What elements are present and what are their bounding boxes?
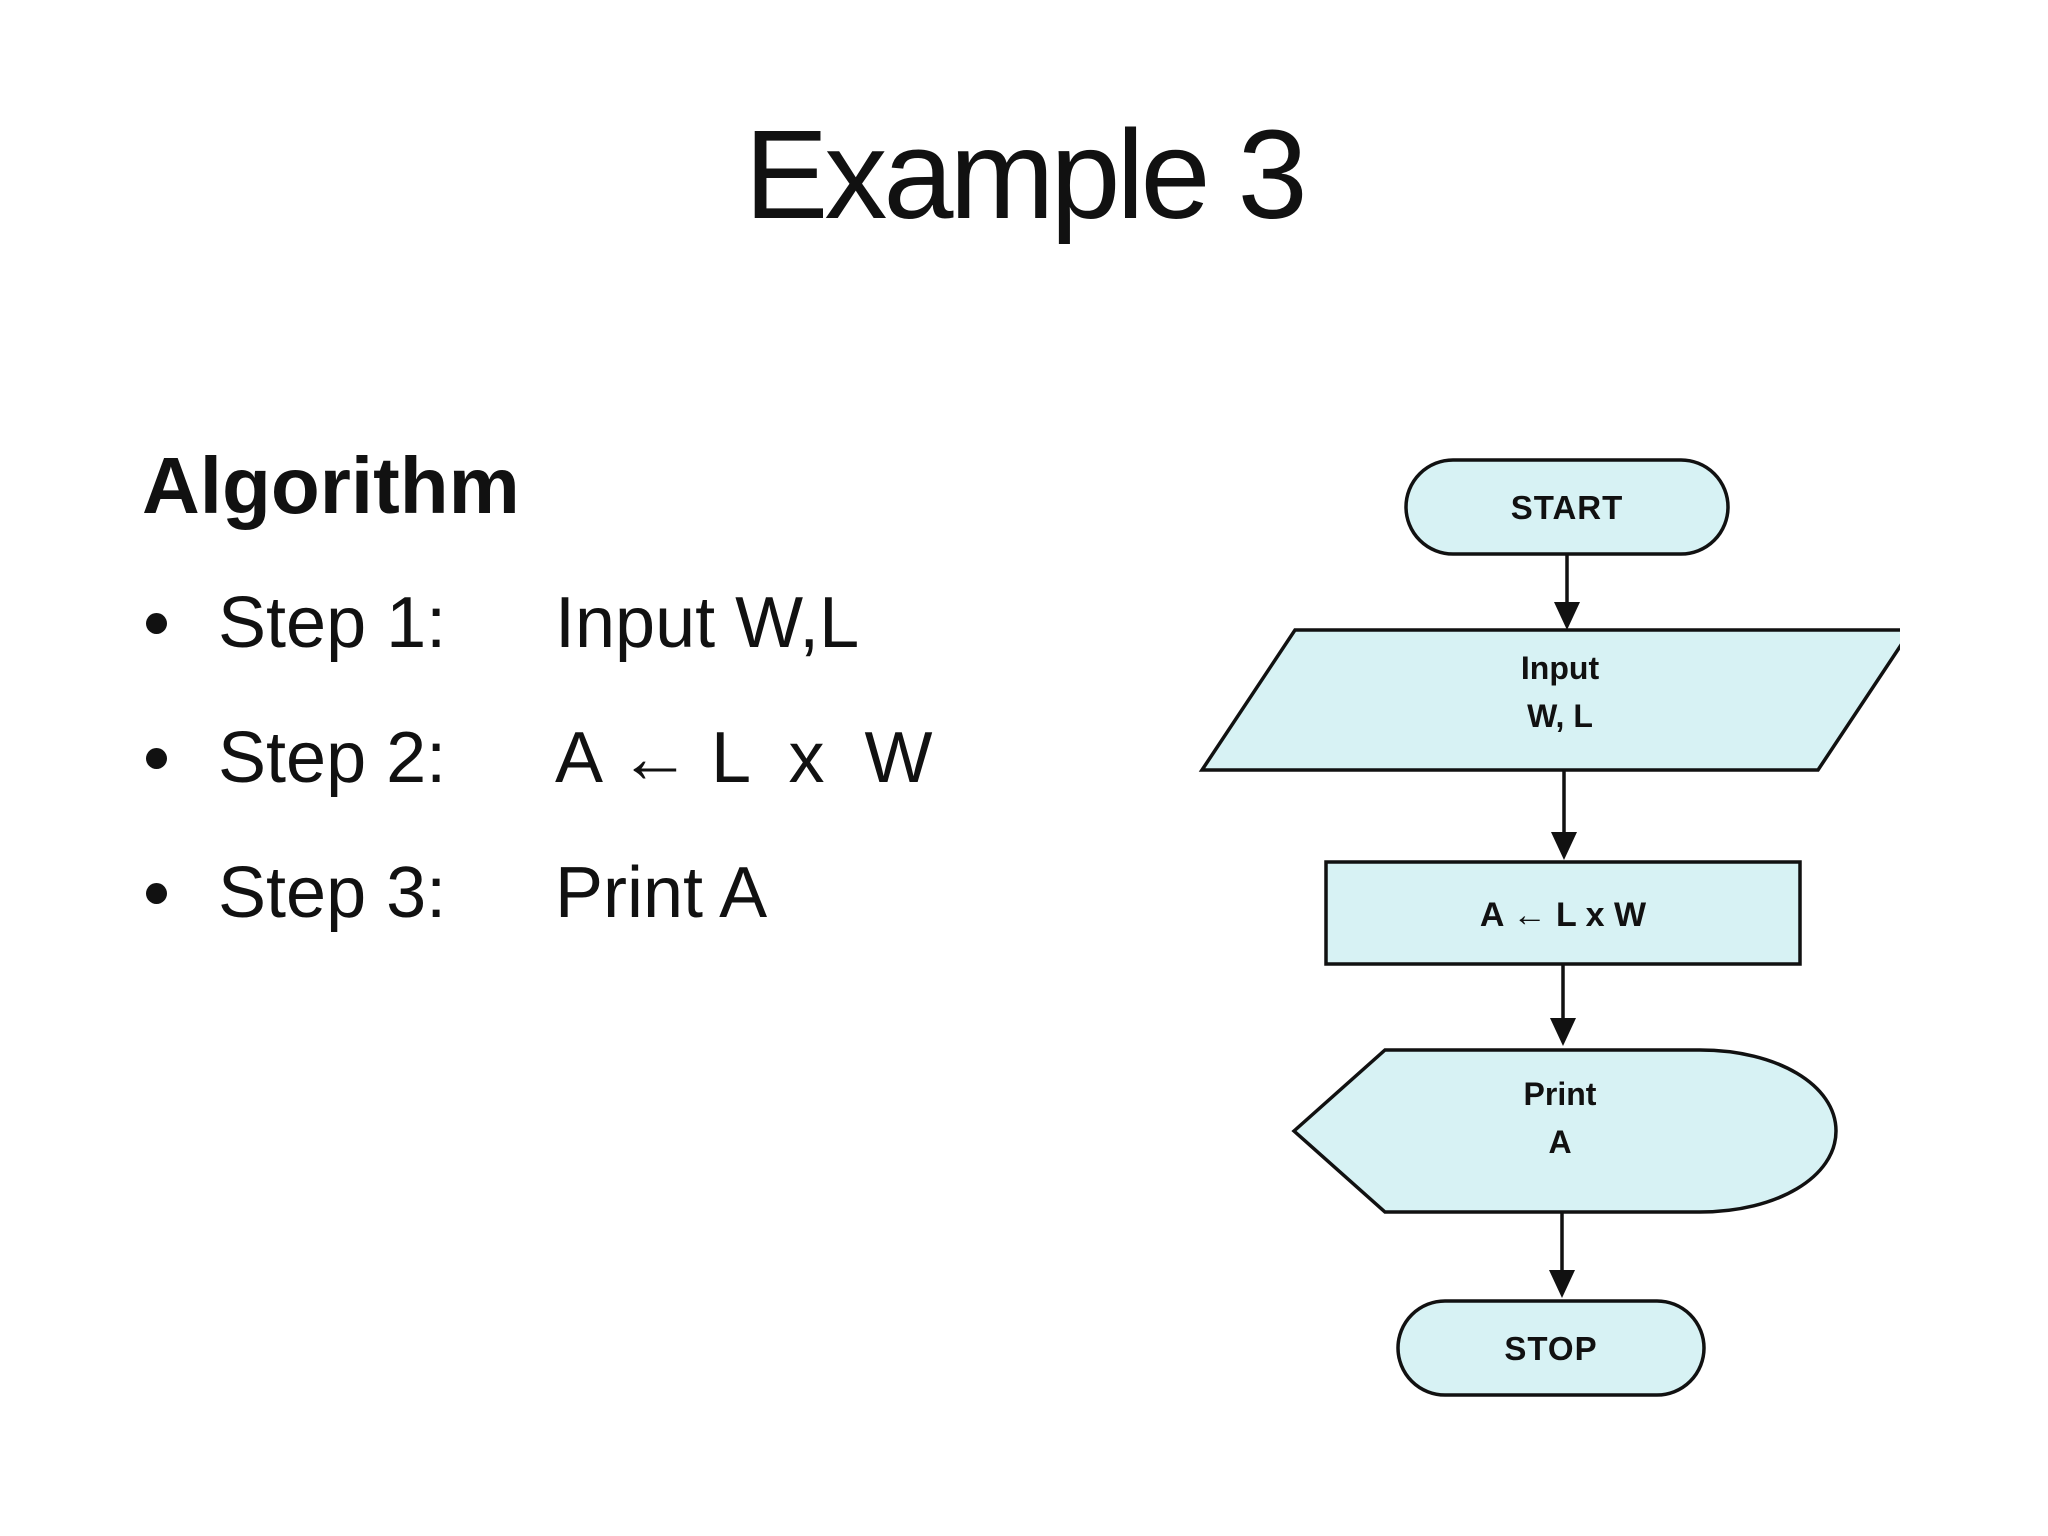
print-node [1291,1048,1838,1214]
process-node-label: A ← L x W [1480,896,1647,934]
step-3-label: Step 3: [218,853,447,933]
algorithm-heading: Algorithm [142,441,520,530]
bullet-icon [146,883,167,904]
step-2-instruction: A ← L x W [555,718,933,798]
start-node-label: START [1511,489,1624,526]
arrowhead-icon [1551,832,1577,860]
algorithm-step-1: Step 1: Input W,L [142,587,1082,697]
input-node-line2: W, L [1527,698,1593,734]
arrowhead-icon [1550,1018,1576,1046]
flowchart: START Input W, L A ← L x W Print A STOP [1198,458,1900,1397]
input-node [1198,628,1900,772]
process-node [1324,860,1802,966]
print-node-line1: Print [1524,1076,1597,1112]
arrowhead-icon [1554,602,1580,630]
step-1-instruction: Input W,L [555,583,860,663]
stop-node-label: STOP [1504,1330,1597,1367]
bullet-icon [146,613,167,634]
algorithm-step-2: Step 2: A ← L x W [142,722,1082,832]
step-2-label: Step 2: [218,718,447,798]
input-node-line1: Input [1521,650,1600,686]
bullet-icon [146,748,167,769]
step-3-instruction: Print A [555,853,768,933]
print-node-line2: A [1548,1124,1571,1160]
algorithm-step-3: Step 3: Print A [142,857,1082,967]
arrowhead-icon [1549,1270,1575,1298]
stop-node [1396,1299,1706,1397]
slide-title: Example 3 [744,104,1307,245]
step-1-label: Step 1: [218,583,447,663]
